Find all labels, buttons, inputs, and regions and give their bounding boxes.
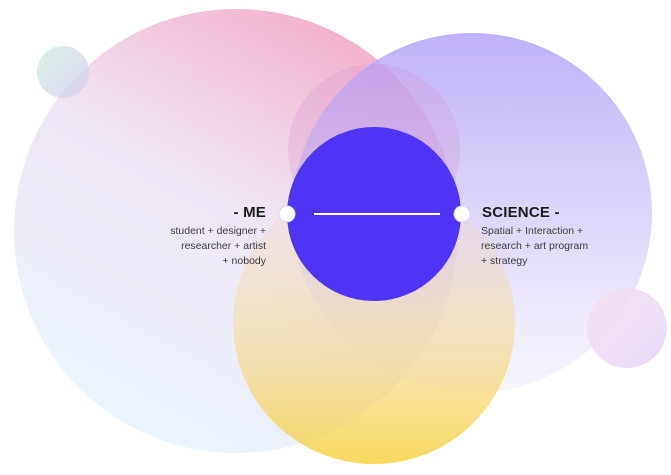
- science-description-line: Spatial + Interaction +: [481, 225, 584, 237]
- science-description: Spatial + Interaction + research + art p…: [481, 224, 588, 269]
- science-description-line: + strategy: [481, 255, 528, 267]
- me-description-line: + nobody: [222, 255, 267, 267]
- me-title: - ME: [233, 204, 266, 221]
- science-description-line: research + art program: [481, 240, 589, 252]
- me-description-line: student + designer +: [170, 225, 266, 237]
- small-decor-circle-right: [587, 288, 667, 368]
- small-decor-circle-top-left: [37, 46, 89, 98]
- science-title: SCIENCE -: [482, 204, 560, 221]
- left-node: [278, 205, 296, 223]
- right-node: [453, 205, 471, 223]
- me-description: student + designer + researcher + artist…: [120, 224, 266, 269]
- me-description-line: researcher + artist: [181, 240, 266, 252]
